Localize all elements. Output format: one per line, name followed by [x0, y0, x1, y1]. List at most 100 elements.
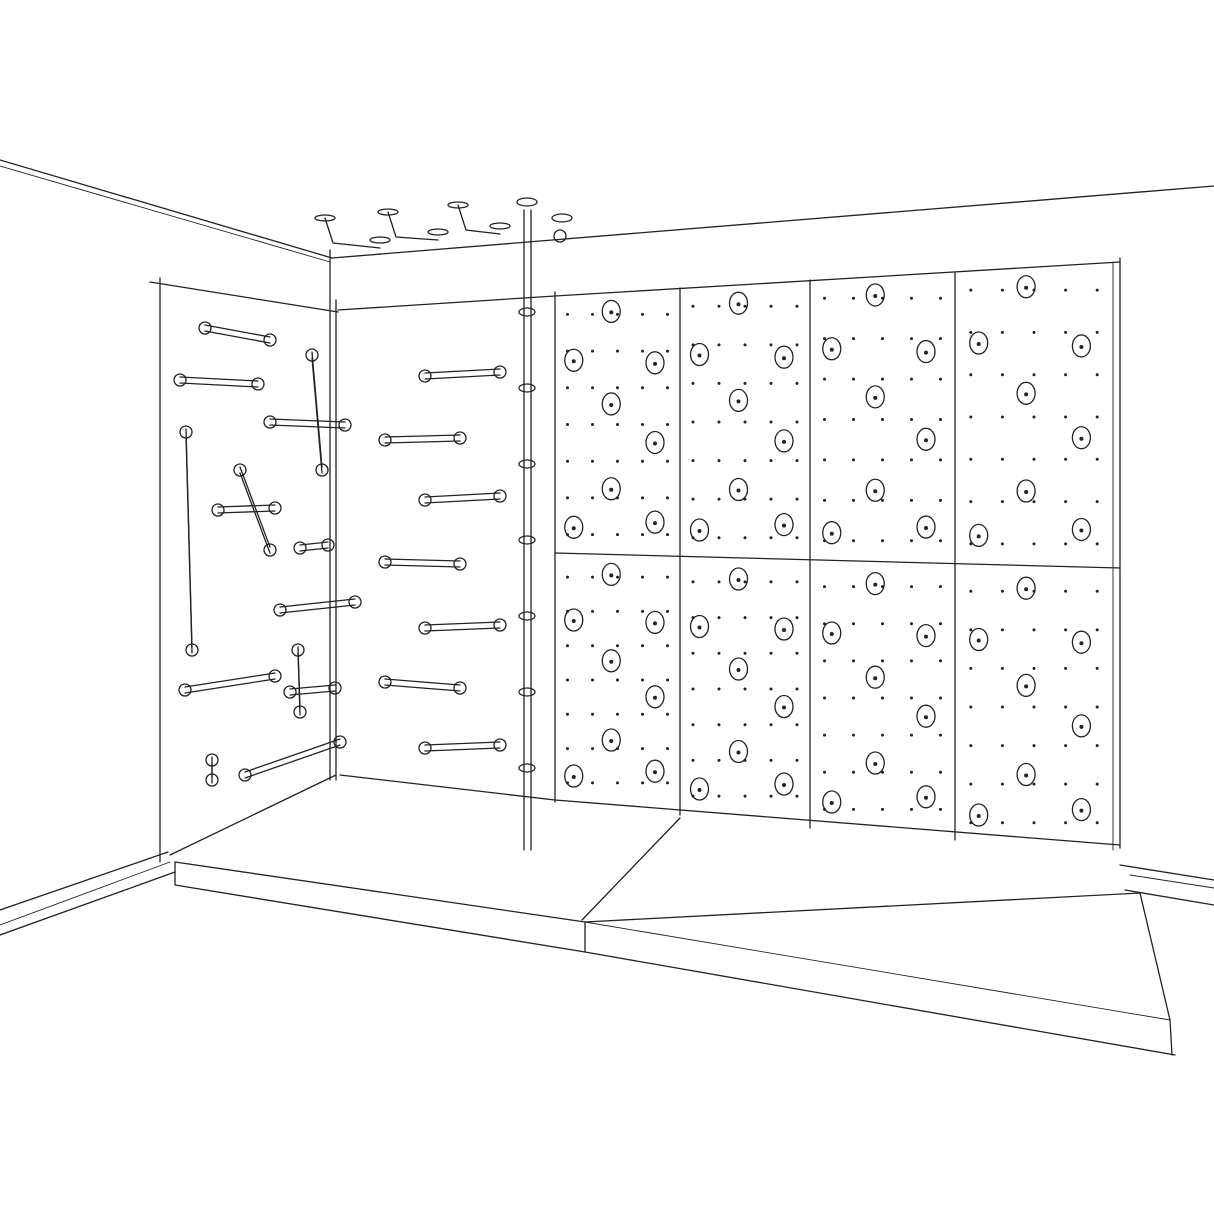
bolt-hole: [616, 609, 619, 613]
bolt-hole: [641, 312, 644, 316]
bolt-hole: [616, 312, 619, 316]
bolt-hole: [591, 533, 594, 537]
rope-ring: [518, 307, 536, 317]
climbing-holds: [564, 275, 1099, 827]
bolt-hole: [1064, 744, 1068, 748]
bolt-hole: [666, 712, 669, 716]
bolt-hole: [566, 747, 569, 751]
bolt-hole: [1000, 415, 1004, 419]
bolt-hole: [691, 651, 695, 655]
mount-plate: [263, 543, 277, 557]
mount-plate: [179, 425, 193, 439]
grab-bar: [305, 348, 329, 477]
bolt-hole: [769, 536, 773, 540]
bolt-hole: [1095, 415, 1099, 419]
rope-ring: [518, 763, 536, 773]
bolt-hole: [1095, 628, 1099, 632]
climbing-hold: [601, 477, 621, 501]
bolt-hole: [1032, 628, 1036, 632]
bolt-hole: [691, 723, 695, 727]
bolt-hole: [717, 497, 721, 501]
grab-bar: [178, 669, 282, 697]
climbing-hold: [822, 337, 842, 361]
bolt-hole: [969, 705, 973, 709]
bolt-hole: [1095, 782, 1099, 786]
bolt-hole: [691, 687, 695, 691]
bolt-hole: [1064, 589, 1068, 593]
climbing-hold: [916, 623, 936, 648]
ceiling-bar: [447, 201, 511, 235]
grab-bar: [233, 463, 277, 557]
climbing-hold: [822, 790, 842, 814]
bolt-hole: [1095, 457, 1099, 461]
hold-bolt: [924, 634, 928, 639]
mount-plate: [178, 683, 192, 697]
bolt-hole: [1000, 821, 1004, 825]
grab-bar: [205, 753, 219, 787]
bolt-hole: [641, 747, 644, 751]
bolt-hole: [717, 536, 721, 540]
climbing-hold: [728, 291, 749, 315]
mount-plate: [453, 431, 467, 445]
grab-bar: [179, 425, 199, 657]
hold-bolt: [976, 534, 981, 539]
bolt-hole: [769, 687, 773, 691]
bolt-hole: [666, 644, 669, 648]
bolt-hole: [969, 782, 973, 786]
bolt-hole: [1000, 330, 1004, 334]
bolt-hole: [1095, 542, 1099, 546]
bolt-hole: [641, 781, 644, 785]
bolt-hole: [717, 381, 721, 385]
bolt-hole: [566, 386, 569, 390]
bolt-hole: [852, 539, 855, 543]
bolt-hole: [616, 533, 619, 537]
climbing-hold: [728, 739, 749, 764]
bolt-hole: [566, 575, 569, 579]
bolt-hole: [1095, 705, 1099, 709]
bolt-hole: [969, 373, 973, 377]
bolt-hole: [1032, 373, 1036, 377]
hold-bolt: [1079, 724, 1084, 729]
climbing-hold: [1071, 630, 1092, 654]
bolt-hole: [823, 585, 826, 589]
climbing-hold: [1016, 673, 1036, 698]
bolt-hole: [939, 585, 942, 589]
climbing-hold: [601, 649, 621, 673]
climbing-hold: [728, 657, 749, 681]
bolt-hole: [717, 580, 721, 584]
mount-plate: [233, 463, 247, 477]
climbing-hold: [1071, 426, 1092, 450]
bolt-hole: [795, 723, 799, 727]
mount-plate: [493, 489, 507, 503]
bolt-hole: [795, 687, 799, 691]
bolt-hole: [743, 381, 747, 385]
bolt-hole: [795, 758, 799, 762]
hold-bolt: [609, 659, 614, 664]
hold-bolt: [1024, 684, 1029, 689]
bolt-hole: [616, 678, 619, 682]
bolt-hole: [1032, 782, 1036, 786]
hold-bolt: [609, 739, 614, 743]
mount-plate: [198, 321, 212, 335]
bolt-hole: [969, 744, 973, 748]
hold-bolt: [829, 801, 834, 805]
mount-plate: [293, 705, 307, 719]
bolt-hole: [743, 651, 747, 655]
bolt-hole: [852, 659, 855, 663]
bolt-hole: [1064, 415, 1068, 419]
bolt-hole: [1064, 821, 1068, 825]
climbing-hold: [689, 614, 710, 639]
floor-mat: [174, 817, 1176, 1056]
climbing-hold: [916, 515, 936, 539]
bolt-hole: [1032, 500, 1036, 504]
hold-bolt: [829, 347, 834, 352]
climbing-hold: [774, 429, 794, 453]
bolt-hole: [969, 628, 973, 632]
rope-ring: [518, 459, 536, 469]
hold-bolt: [924, 715, 928, 720]
hold-bolt: [829, 632, 834, 636]
climbing-hold: [601, 728, 621, 752]
hold-bolt: [1024, 392, 1029, 397]
mount-plate: [418, 741, 432, 755]
climbing-hold: [645, 351, 665, 375]
